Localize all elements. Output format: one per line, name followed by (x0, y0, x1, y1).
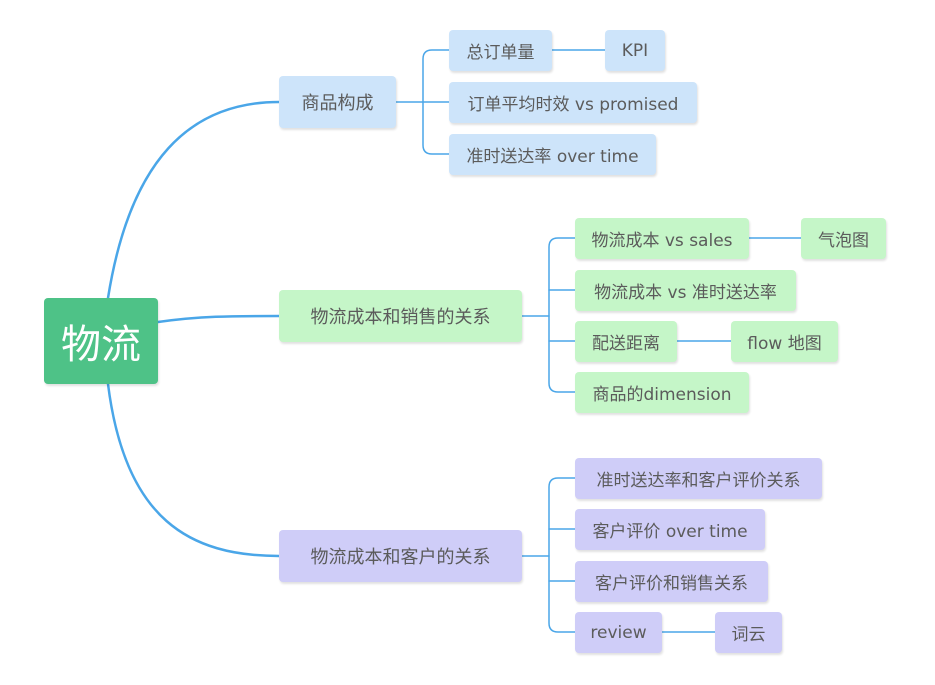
node-word-cloud[interactable]: 词云 (715, 612, 782, 653)
node-review-over-time[interactable]: 客户评价 over time (575, 509, 765, 550)
node-delivery-distance[interactable]: 配送距离 (575, 321, 677, 362)
node-flow-map[interactable]: flow 地图 (731, 321, 838, 362)
branch-node-logistics-customer[interactable]: 物流成本和客户的关系 (279, 530, 522, 582)
connector-root-branch1 (106, 100, 281, 300)
connector-branch3-bracket (548, 477, 576, 633)
node-cost-vs-sales[interactable]: 物流成本 vs sales (575, 218, 749, 259)
node-product-dimension[interactable]: 商品的dimension (575, 372, 749, 413)
connector-branch2-bracket (548, 237, 576, 393)
connector-root-branch3 (106, 382, 281, 558)
node-total-orders[interactable]: 总订单量 (449, 30, 552, 71)
node-kpi[interactable]: KPI (605, 30, 665, 71)
node-review-vs-sales[interactable]: 客户评价和销售关系 (575, 561, 768, 602)
node-avg-order-time[interactable]: 订单平均时效 vs promised (449, 82, 697, 123)
root-node[interactable]: 物流 (44, 298, 158, 384)
branch-node-product-composition[interactable]: 商品构成 (279, 76, 396, 128)
node-cost-vs-on-time[interactable]: 物流成本 vs 准时送达率 (575, 270, 796, 311)
branch-node-logistics-sales[interactable]: 物流成本和销售的关系 (279, 290, 522, 342)
connector-root-branch2 (156, 314, 281, 324)
node-on-time-rate[interactable]: 准时送达率 over time (449, 134, 656, 175)
node-bubble-chart[interactable]: 气泡图 (801, 218, 886, 259)
node-on-time-vs-review[interactable]: 准时送达率和客户评价关系 (575, 458, 822, 499)
node-review[interactable]: review (575, 612, 662, 653)
